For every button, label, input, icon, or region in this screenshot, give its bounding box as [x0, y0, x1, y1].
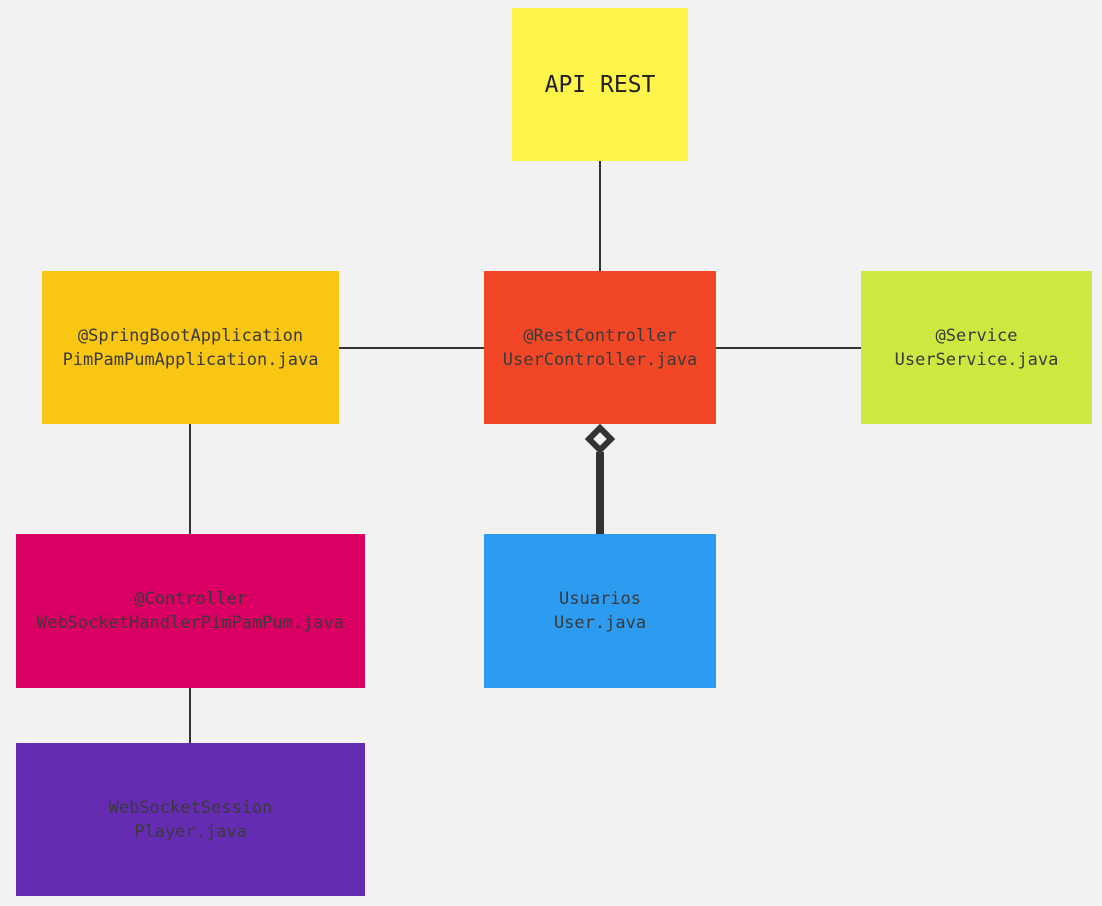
node-label-line: UserService.java: [894, 349, 1059, 370]
aggregation-diamond-icon: [584, 423, 616, 455]
node-label-line: API REST: [544, 71, 656, 98]
node-label-line: Usuarios: [559, 589, 641, 609]
node-label-line: WebSocketSession: [108, 797, 273, 818]
node-label-line: @SpringBootApplication: [77, 325, 304, 346]
node-label-line: User.java: [553, 613, 647, 633]
node-label-line: @RestController: [523, 325, 677, 346]
node-label-line: UserController.java: [502, 349, 698, 370]
api-rest-node[interactable]: API REST: [512, 8, 688, 161]
node-label-line: @Controller: [134, 589, 247, 609]
node-label-line: WebSocketHandlerPimPamPum.java: [36, 613, 345, 633]
node-label-line: @Service: [935, 325, 1018, 346]
node-label-line: Player.java: [134, 821, 247, 842]
node-label-line: PimPamPumApplication.java: [62, 349, 319, 370]
